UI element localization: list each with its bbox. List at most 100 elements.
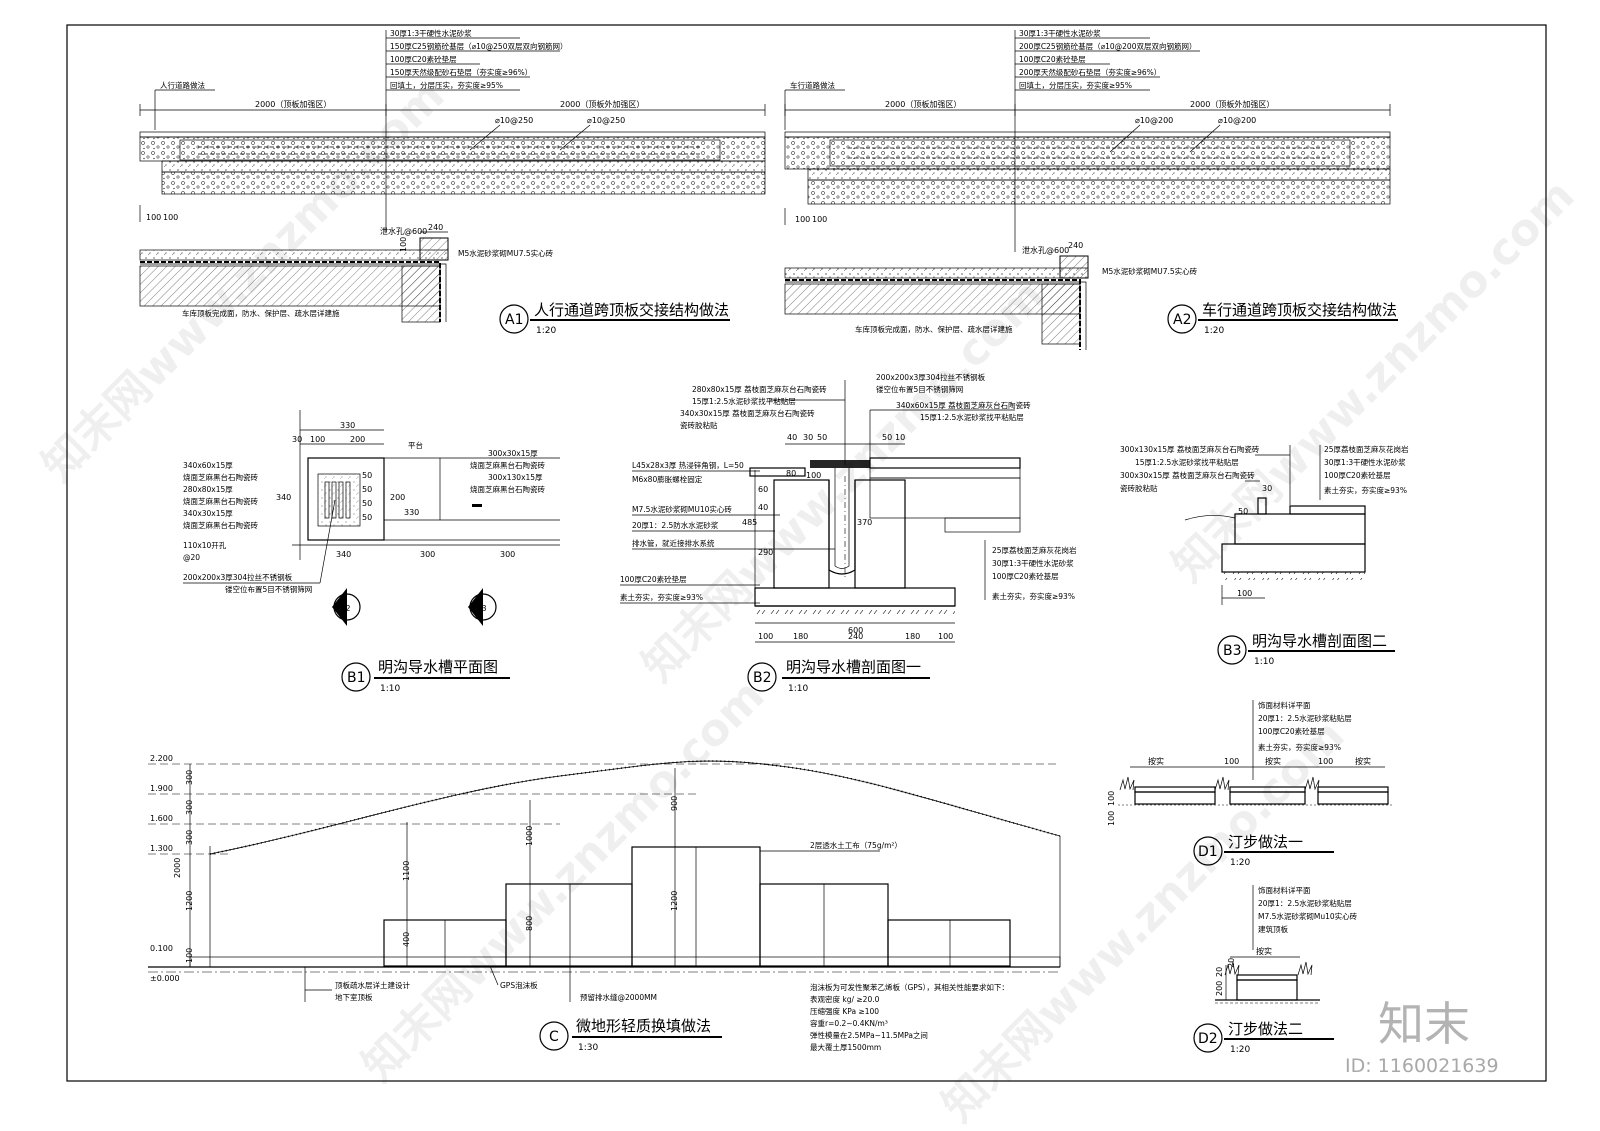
b1-dim-330: 330 <box>340 421 355 430</box>
c-ld-2000: 2000 <box>173 858 182 878</box>
a1-dim-240: 240 <box>428 223 443 232</box>
a2-dim-100a: 100 <box>795 215 810 224</box>
b1-tag: B1 <box>347 670 366 686</box>
b1-cut-tag-b3: B3 <box>476 604 487 613</box>
b3-dim-50: 50 <box>1238 507 1248 516</box>
b1-dim-50c: 50 <box>362 499 372 508</box>
b2-top-notes: 280x80x15厚 荔枝面芝麻灰台石陶瓷砖 15厚1:2.5水泥砂浆找平粘贴层… <box>680 372 1031 465</box>
b3-left-notes: 300x130x15厚 荔枝面芝麻灰台石陶瓷砖 15厚1:2.5水泥砂浆找平粘贴… <box>1120 444 1291 505</box>
a1-layer-2: 150厚C25钢筋砼基层（⌀10@250双层双向钢筋网） <box>390 41 567 51</box>
b1-dim-200: 200 <box>350 435 365 444</box>
d2-title: 汀步做法二 <box>1228 1020 1303 1038</box>
b2-ln-2: M6x80膨胀螺栓固定 <box>632 474 703 484</box>
a1-roof-note: 车库顶板完成面，防水、保护层、疏水层详建施 <box>182 308 340 318</box>
b3-rn-2: 30厚1:3干硬性水泥砂浆 <box>1324 457 1406 467</box>
c-level-2200: 2.200 <box>150 754 173 763</box>
watermark-text: 知末网www.znzmo.com <box>353 670 775 1092</box>
b1-dim-50b: 50 <box>362 485 372 494</box>
c-id-1200: 1200 <box>670 891 679 911</box>
a1-dim-100b: 100 <box>163 213 178 222</box>
d1-title: 汀步做法一 <box>1228 833 1303 851</box>
b1-dim-bottom-300b: 300 <box>500 550 515 559</box>
c-roof-slab: 地下室顶板 <box>335 992 373 1002</box>
b1-cut-b3: B3 <box>468 588 497 626</box>
d1-dim-1: 按实 <box>1148 756 1164 766</box>
a2-side-label: 车行道路做法 <box>790 80 835 90</box>
b2-dim-b240: 240 <box>848 632 863 641</box>
a1-layer-4: 150厚天然级配砂石垫层（夯实度≥96%） <box>390 67 532 77</box>
b1-dim-50d: 50 <box>362 513 372 522</box>
b2-dim-80: 80 <box>786 469 796 478</box>
b2-ln-5: 排水管，就近接排水系统 <box>632 538 715 548</box>
b1-dim-left-340: 340 <box>276 493 291 502</box>
b1-ln-7: 110x10开孔 <box>183 541 227 550</box>
b2-ln-1: L45x28x3厚 热浸锌角钢，L=50 <box>632 460 744 470</box>
c-level-0100: 0.100 <box>150 944 173 953</box>
id-label: ID: 1160021639 <box>1345 1055 1499 1077</box>
b2-dim-b180a: 180 <box>793 632 808 641</box>
b1-ln-9: 200x200x3厚304拉丝不锈钢板 <box>183 572 293 582</box>
a1-layer-1: 30厚1:3干硬性水泥砂浆 <box>390 28 472 38</box>
b2-ln-6: 100厚C20素砼垫层 <box>620 574 687 584</box>
b3-ln-4: 瓷砖胶粘贴 <box>1120 483 1158 493</box>
b2-rn-1: 25厚荔枝面芝麻灰花岗岩 <box>992 545 1077 555</box>
d1-tag: D1 <box>1198 844 1218 860</box>
d1-notes: 饰面材料详平面 20厚1：2.5水泥砂浆粘贴层 100厚C20素砼基层 素土夯实… <box>1258 700 1352 752</box>
b2-dim-b180b: 180 <box>905 632 920 641</box>
detail-b2: 280x80x15厚 荔枝面芝麻灰台石陶瓷砖 15厚1:2.5水泥砂浆找平粘贴层… <box>620 372 1077 694</box>
c-spec-3: 压缩强度 KPa ≥100 <box>810 1006 879 1016</box>
d2-note-2: 20厚1：2.5水泥砂浆粘贴层 <box>1258 898 1352 908</box>
d2-scale: 1:20 <box>1230 1045 1250 1055</box>
a2-dim-240: 240 <box>1068 241 1083 250</box>
detail-a1: 30厚1:3干硬性水泥砂浆 150厚C25钢筋砼基层（⌀10@250双层双向钢筋… <box>139 28 766 336</box>
a2-layer-notes: 30厚1:3干硬性水泥砂浆 200厚C25钢筋砼基层（⌀10@200双层双向钢筋… <box>1015 28 1200 91</box>
d2-dim-3: 200 <box>1215 981 1224 996</box>
grass-icon <box>1224 961 1313 976</box>
b2-rn-2: 30厚1:3干硬性水泥砂浆 <box>992 558 1074 568</box>
b2-tn-3: 340x30x15厚 荔枝面芝麻灰台石陶瓷砖 <box>680 408 815 418</box>
b1-ln-3: 280x80x15厚 <box>183 485 233 494</box>
b2-dim-100a: 100 <box>806 471 821 480</box>
a1-side-label: 人行道路做法 <box>160 80 205 90</box>
b3-ln-3: 300x30x15厚 荔枝面芝麻灰台石陶瓷砖 <box>1120 470 1255 480</box>
b2-title: 明沟导水槽剖面图一 <box>786 658 921 676</box>
c-id-800: 800 <box>525 916 534 931</box>
b2-ln-7: 素土夯实，夯实度≥93% <box>620 592 703 602</box>
c-spec-6: 最大覆土厚1500mm <box>810 1042 881 1052</box>
b2-ln-4: 20厚1：2.5防水水泥砂浆 <box>632 520 719 530</box>
d2-note-3: M7.5水泥砂浆砌Mu10实心砖 <box>1258 911 1358 921</box>
b2-rn-4: 素土夯实，夯实度≥93% <box>992 591 1075 601</box>
b2-dim-10: 10 <box>895 433 905 442</box>
b3-scale: 1:10 <box>1254 657 1274 667</box>
a2-tag: A2 <box>1173 312 1191 328</box>
c-spec-1: 泡沫板为可发性聚苯乙烯板（GPS），其相关性能要求如下： <box>810 982 1009 992</box>
a2-masonry: M5水泥砂浆砌MU7.5实心砖 <box>1102 266 1198 276</box>
a2-roof-note: 车库顶板完成面，防水、保护层、疏水层详建施 <box>855 324 1013 334</box>
a2-scale: 1:20 <box>1204 326 1224 336</box>
b2-scale: 1:10 <box>788 684 808 694</box>
b3-title: 明沟导水槽剖面图二 <box>1252 632 1387 650</box>
d1-note-3: 100厚C20素砼基层 <box>1258 726 1325 736</box>
b1-scale: 1:10 <box>380 684 400 694</box>
d1-dim-4: 100 <box>1318 757 1333 766</box>
b2-tag: B2 <box>753 670 772 686</box>
b2-dim-370: 370 <box>857 518 872 527</box>
b1-platform: 平台 <box>408 440 423 450</box>
b2-tn-7: 340x60x15厚 荔枝面芝麻灰台石陶瓷砖 <box>896 400 1031 410</box>
c-title: 微地形轻质换填做法 <box>576 1017 711 1035</box>
b1-left-notes: 340x60x15厚 烧面芝麻黑台石陶瓷砖 280x80x15厚 烧面芝麻黑台石… <box>183 461 336 594</box>
b2-dim-50b: 50 <box>882 433 892 442</box>
c-ld-100: 100 <box>185 948 194 963</box>
c-id-1100: 1100 <box>402 861 411 881</box>
b3-dim-30: 30 <box>1262 484 1272 493</box>
a1-weephole: 泄水孔@600 <box>380 226 427 236</box>
a2-dim-inner: 2000（顶板加强区） <box>885 99 961 109</box>
c-levels: 2.200 1.900 1.600 1.300 0.100 ±0.000 300… <box>148 754 1060 983</box>
c-gps-board: GPS泡沫板 <box>500 980 538 990</box>
c-joint: 预留排水缝@2000MM <box>580 992 657 1002</box>
detail-d2: 饰面材料详平面 20厚1：2.5水泥砂浆粘贴层 M7.5水泥砂浆砌Mu10实心砖… <box>1193 885 1358 1055</box>
d2-tag: D2 <box>1198 1031 1218 1047</box>
b1-dim-100: 100 <box>310 435 325 444</box>
d1-dim-2: 100 <box>1224 757 1239 766</box>
b3-tag: B3 <box>1223 643 1242 659</box>
